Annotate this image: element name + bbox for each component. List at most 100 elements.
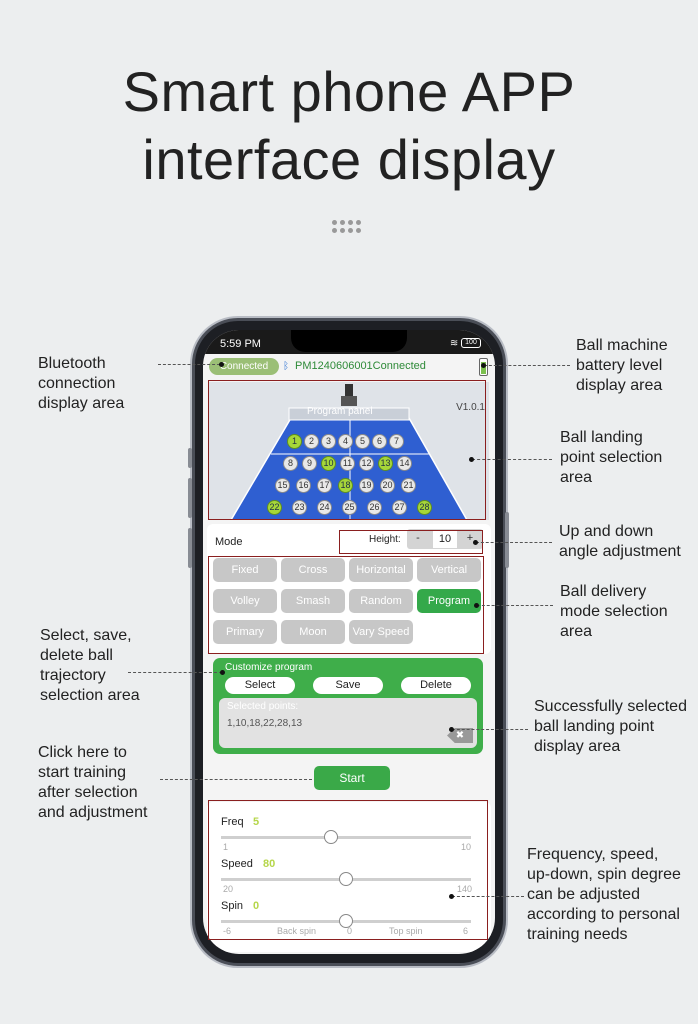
spin-max: 6 bbox=[463, 926, 469, 936]
height-stepper: - 10 + bbox=[407, 529, 483, 549]
status-time: 5:59 PM bbox=[220, 338, 261, 350]
leader-line bbox=[160, 779, 312, 780]
save-button[interactable]: Save bbox=[313, 677, 383, 694]
delete-button[interactable]: Delete bbox=[401, 677, 471, 694]
mode-button-primary[interactable]: Primary bbox=[213, 620, 277, 644]
mode-button-random[interactable]: Random bbox=[349, 589, 413, 613]
spin-slider-thumb[interactable] bbox=[339, 914, 353, 928]
leader-dot bbox=[474, 603, 479, 608]
selected-points-value: 1,10,18,22,28,13 bbox=[227, 718, 303, 729]
landing-point-22[interactable]: 22 bbox=[267, 500, 282, 515]
top-spin-label: Top spin bbox=[389, 926, 423, 936]
headline-line-2: interface display bbox=[142, 128, 556, 191]
landing-point-17[interactable]: 17 bbox=[317, 478, 332, 493]
landing-point-8[interactable]: 8 bbox=[283, 456, 298, 471]
height-plus-button[interactable]: + bbox=[466, 532, 474, 544]
landing-point-6[interactable]: 6 bbox=[372, 434, 387, 449]
freq-label: Freq bbox=[221, 816, 244, 828]
program-panel-label: Program panel bbox=[307, 406, 373, 417]
landing-point-25[interactable]: 25 bbox=[342, 500, 357, 515]
selected-points-box[interactable]: Selected points: 1,10,18,22,28,13 ✖ bbox=[219, 698, 477, 748]
freq-slider-track[interactable] bbox=[221, 830, 471, 844]
landing-point-19[interactable]: 19 bbox=[359, 478, 374, 493]
leader-dot bbox=[473, 540, 478, 545]
leader-line bbox=[158, 364, 220, 365]
mode-button-fixed[interactable]: Fixed bbox=[213, 558, 277, 582]
landing-point-26[interactable]: 26 bbox=[367, 500, 382, 515]
speed-slider-thumb[interactable] bbox=[339, 872, 353, 886]
customize-program-title: Customize program bbox=[225, 662, 313, 673]
connected-badge[interactable]: Connected bbox=[209, 358, 279, 375]
phone-side-button bbox=[188, 528, 192, 568]
leader-line bbox=[484, 365, 570, 366]
mode-highlight bbox=[208, 556, 484, 654]
mode-button-vertical[interactable]: Vertical bbox=[417, 558, 481, 582]
status-battery-icon: 100 bbox=[461, 338, 481, 349]
speed-value: 80 bbox=[263, 858, 276, 870]
slider-panel: Freq 5 1 10 Speed 80 20 140 Spin 0 -6 Ba… bbox=[207, 802, 491, 952]
landing-point-15[interactable]: 15 bbox=[275, 478, 290, 493]
mode-button-cross[interactable]: Cross bbox=[281, 558, 345, 582]
spin-slider-track[interactable] bbox=[221, 914, 471, 928]
landing-point-18[interactable]: 18 bbox=[338, 478, 353, 493]
landing-point-5[interactable]: 5 bbox=[355, 434, 370, 449]
spin-min: -6 bbox=[223, 926, 232, 936]
start-button[interactable]: Start bbox=[314, 766, 390, 790]
landing-point-9[interactable]: 9 bbox=[302, 456, 317, 471]
landing-point-3[interactable]: 3 bbox=[321, 434, 336, 449]
landing-point-11[interactable]: 11 bbox=[340, 456, 355, 471]
page-headline: Smart phone APP interface display bbox=[0, 58, 698, 194]
spin-label: Spin bbox=[221, 900, 244, 912]
landing-point-28[interactable]: 28 bbox=[417, 500, 432, 515]
freq-slider-thumb[interactable] bbox=[324, 830, 338, 844]
mode-button-program[interactable]: Program bbox=[417, 589, 481, 613]
height-highlight bbox=[339, 530, 483, 554]
mode-button-horizontal[interactable]: Horizontal bbox=[349, 558, 413, 582]
speed-slider-track[interactable] bbox=[221, 872, 471, 886]
decorative-dots-icon bbox=[332, 220, 364, 234]
landing-point-12[interactable]: 12 bbox=[359, 456, 374, 471]
spin-mid: 0 bbox=[347, 926, 353, 936]
mode-button-volley[interactable]: Volley bbox=[213, 589, 277, 613]
mode-button-vary-speed[interactable]: Vary Speed bbox=[349, 620, 413, 644]
landing-point-2[interactable]: 2 bbox=[304, 434, 319, 449]
leader-dot bbox=[219, 362, 224, 367]
backspace-icon[interactable]: ✖ bbox=[447, 728, 473, 743]
height-label: Height: bbox=[369, 534, 401, 545]
landing-point-7[interactable]: 7 bbox=[389, 434, 404, 449]
mode-button-moon[interactable]: Moon bbox=[281, 620, 345, 644]
select-button[interactable]: Select bbox=[225, 677, 295, 694]
height-minus-button[interactable]: - bbox=[416, 532, 420, 544]
headline-line-1: Smart phone APP bbox=[122, 60, 576, 123]
wifi-icon: ≋ bbox=[449, 338, 459, 349]
leader-line bbox=[476, 542, 552, 543]
landing-point-24[interactable]: 24 bbox=[317, 500, 332, 515]
height-value[interactable]: 10 bbox=[433, 530, 457, 548]
landing-point-21[interactable]: 21 bbox=[401, 478, 416, 493]
landing-point-27[interactable]: 27 bbox=[392, 500, 407, 515]
landing-point-13[interactable]: 13 bbox=[378, 456, 393, 471]
mode-button-smash[interactable]: Smash bbox=[281, 589, 345, 613]
landing-point-10[interactable]: 10 bbox=[321, 456, 336, 471]
spin-value: 0 bbox=[253, 900, 260, 912]
landing-point-4[interactable]: 4 bbox=[338, 434, 353, 449]
freq-value: 5 bbox=[253, 816, 260, 828]
landing-point-14[interactable]: 14 bbox=[397, 456, 412, 471]
phone-side-button bbox=[188, 448, 192, 468]
landing-point-16[interactable]: 16 bbox=[296, 478, 311, 493]
landing-point-23[interactable]: 23 bbox=[292, 500, 307, 515]
freq-max: 10 bbox=[461, 842, 472, 852]
app-screen: 5:59 PM ≋ 100 Connected ᛒ PM1240606001Co… bbox=[203, 330, 495, 954]
landing-point-1[interactable]: 1 bbox=[287, 434, 302, 449]
leader-line bbox=[477, 605, 553, 606]
leader-line bbox=[128, 672, 222, 673]
landing-point-20[interactable]: 20 bbox=[380, 478, 395, 493]
leader-line bbox=[452, 896, 524, 897]
mode-label: Mode bbox=[215, 536, 243, 548]
